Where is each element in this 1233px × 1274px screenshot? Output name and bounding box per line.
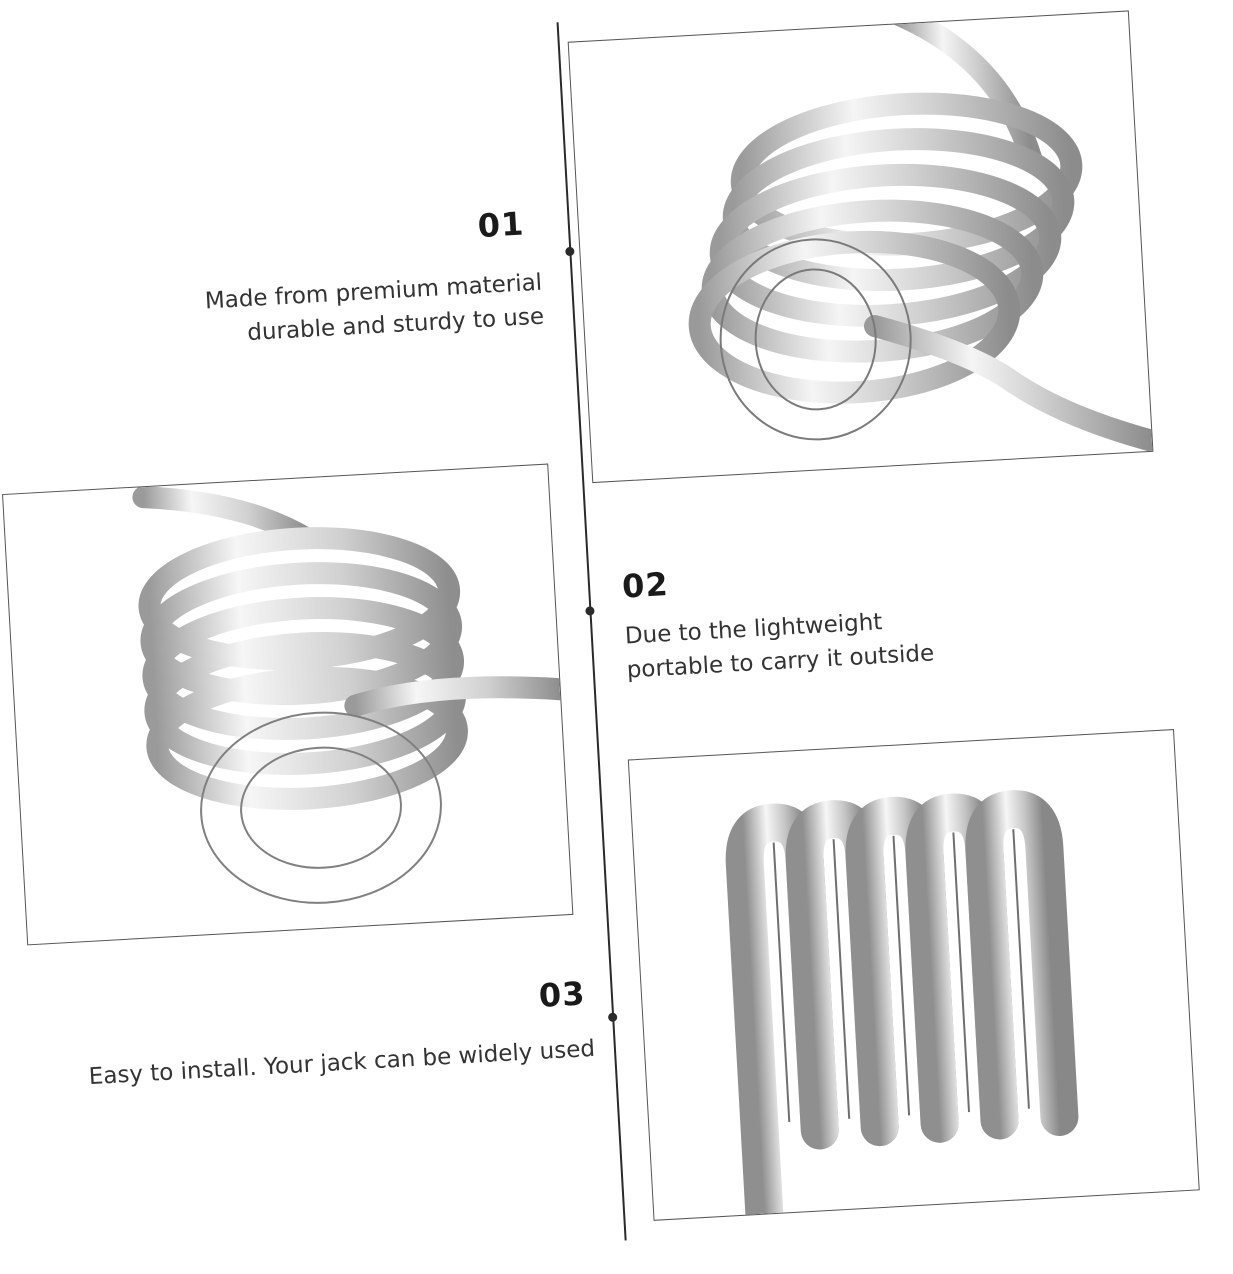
product-photo-2	[2, 463, 574, 946]
spring-coil-photo-1-icon	[688, 11, 1153, 452]
timeline-dot-02	[585, 606, 595, 616]
feature-number-01: 01	[476, 204, 526, 246]
feature-text-01: Made from premium material durable and s…	[204, 266, 545, 353]
feature-text-03: Easy to install. Your jack can be widely…	[88, 1032, 596, 1094]
product-photo-3	[627, 729, 1200, 1221]
product-photo-1	[567, 10, 1154, 484]
feature-number-02: 02	[621, 565, 670, 606]
product-feature-collage: 01 Made from premium material durable an…	[2, 10, 1200, 1241]
spring-coil-photo-3-icon	[725, 730, 1079, 1220]
spring-coil-photo-2-icon	[132, 486, 571, 904]
timeline-dot-03	[607, 1012, 618, 1023]
timeline-dot-01	[565, 246, 575, 257]
feature-number-03: 03	[537, 974, 587, 1015]
feature-text-03-line1: Easy to install. Your jack can be widely…	[88, 1035, 596, 1091]
feature-text-02: Due to the lightweight portable to carry…	[624, 602, 935, 687]
